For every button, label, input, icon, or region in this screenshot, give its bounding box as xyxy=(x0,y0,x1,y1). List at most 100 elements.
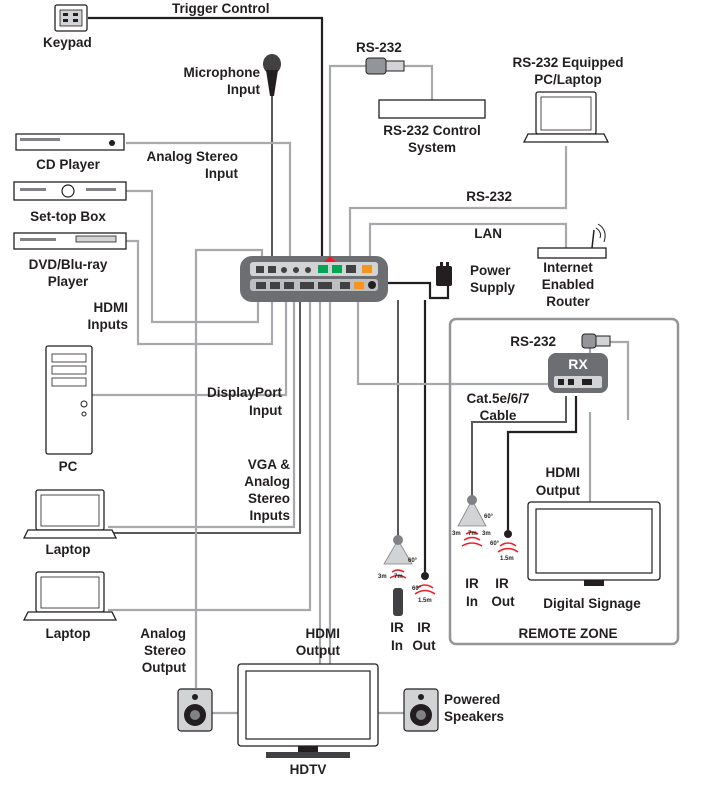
dvd-player-icon xyxy=(13,232,127,250)
speaker-icon xyxy=(403,688,439,732)
microphone-icon xyxy=(263,54,281,96)
digital-signage-icon xyxy=(527,501,661,586)
hdmi-output-label: HDMI xyxy=(306,626,341,641)
remote-ir-in-label: IR xyxy=(465,576,479,591)
remote-hdmi-output-label: HDMI xyxy=(546,465,581,480)
powered-speakers-label: Speakers xyxy=(444,709,504,724)
rs232-control-label: RS-232 Control xyxy=(383,123,481,138)
digital-signage-label: Digital Signage xyxy=(543,596,641,611)
rs232-label: RS-232 xyxy=(356,40,402,55)
hdtv-label: HDTV xyxy=(290,762,327,777)
router-icon xyxy=(537,223,607,259)
rs232-control-label: System xyxy=(408,140,456,155)
remote-ir-out-cable xyxy=(506,396,578,530)
router-label: Enabled xyxy=(542,277,595,292)
rx-label: RX xyxy=(568,356,588,372)
powered-speakers-label: Powered xyxy=(444,692,500,707)
cd-analog-cable xyxy=(126,141,292,258)
vga-label: Analog xyxy=(244,474,290,489)
rx-unit xyxy=(548,353,608,393)
lan-cable xyxy=(368,222,568,258)
pc-tower-icon xyxy=(45,345,93,455)
rs232-remote-label: RS-232 xyxy=(510,334,556,349)
lan-label: LAN xyxy=(474,226,502,241)
displayport-label: Input xyxy=(249,403,282,418)
laptop-icon xyxy=(22,571,118,621)
rs232-pc-cable xyxy=(348,146,568,258)
cat-cable-label: Cat.5e/6/7 xyxy=(466,391,529,406)
ir-cable-length-mark: 1.5m xyxy=(418,598,432,604)
ir-range-mark: 3m xyxy=(378,574,387,580)
remote-ir-out-label: IR xyxy=(495,576,509,591)
set-top-box-label: Set-top Box xyxy=(30,209,106,224)
rs232-laptop-icon xyxy=(522,91,610,143)
keypad-icon xyxy=(54,4,88,32)
ir-angle-mark: 60° xyxy=(408,558,418,564)
remote-zone-frame xyxy=(448,317,680,646)
ir-range-mark: 3m xyxy=(452,531,461,537)
ir-out-label: IR xyxy=(417,620,431,635)
keypad-label: Keypad xyxy=(43,35,92,50)
trigger-control-label: Trigger Control xyxy=(172,1,270,16)
hdmi-output-label: Output xyxy=(296,643,341,658)
cables xyxy=(88,16,630,715)
hdmi-inputs-label: HDMI xyxy=(94,300,129,315)
rs232-control-system-icon xyxy=(378,99,486,119)
pc-label: PC xyxy=(59,459,78,474)
ir-emitter-icon xyxy=(414,572,436,595)
remote-ir-in-cable xyxy=(471,396,567,496)
hdtv-icon xyxy=(237,663,379,758)
laptop-label: Laptop xyxy=(46,542,91,557)
dvd-hdmi-cable xyxy=(126,239,274,346)
ir-receiver-icon xyxy=(457,495,487,547)
microphone-label: Input xyxy=(227,82,260,97)
ir-in-label: In xyxy=(391,638,403,653)
rs232-control-cable xyxy=(328,64,366,258)
power-cable xyxy=(380,281,450,300)
rs232-connector-icon xyxy=(365,57,405,75)
router-label: Internet xyxy=(543,260,593,275)
ir-angle-mark: 60° xyxy=(490,541,500,547)
rs232-connector-icon xyxy=(581,333,611,349)
displayport-label: DisplayPort xyxy=(207,385,283,400)
ir-range-mark: 7m xyxy=(468,531,477,537)
speaker-icon xyxy=(177,688,213,732)
router-label: Router xyxy=(546,294,590,309)
set-top-box-icon xyxy=(13,181,127,201)
cat-cable xyxy=(356,300,548,386)
power-supply-icon xyxy=(436,262,452,286)
labels: Trigger Control Keypad RS-232 Microphone… xyxy=(29,1,642,777)
power-supply-label: Supply xyxy=(470,280,515,295)
dvd-label: Player xyxy=(48,274,89,289)
remote-ir-out-label: Out xyxy=(491,594,515,609)
microphone-label: Microphone xyxy=(184,65,261,80)
vga-label: VGA & xyxy=(248,457,291,472)
cat-cable-label: Cable xyxy=(480,408,517,423)
analog-stereo-input-label: Input xyxy=(205,166,238,181)
ir-out-label: Out xyxy=(412,638,436,653)
power-supply-label: Power xyxy=(470,263,511,278)
vga-label: Inputs xyxy=(250,508,291,523)
trigger-terminal xyxy=(318,265,328,273)
ir-emitter-icon xyxy=(497,530,519,553)
analog-stereo-input-label: Analog Stereo xyxy=(146,149,238,164)
settop-hdmi-cable xyxy=(126,189,260,324)
ir-cable-length-mark: 1.5m xyxy=(500,556,514,562)
laptop-label: Laptop xyxy=(46,626,91,641)
ir-range-mark: 3m xyxy=(482,531,491,537)
rs232-pc-label: PC/Laptop xyxy=(534,72,602,87)
vga-cable xyxy=(108,300,296,529)
remote-zone-label: REMOTE ZONE xyxy=(518,626,617,641)
ir-angle-mark: 60° xyxy=(484,514,494,520)
analog-out-label: Analog xyxy=(140,626,186,641)
displayport-cable xyxy=(92,300,288,397)
hdmi-inputs-label: Inputs xyxy=(88,317,129,332)
ir-range-mark: 7m xyxy=(394,574,403,580)
analog-out-label: Output xyxy=(142,660,187,675)
laptop2-hdmi-cable xyxy=(108,300,312,612)
analog-out-label: Stereo xyxy=(144,643,186,658)
remote-ir-in-label: In xyxy=(466,594,478,609)
trigger-control-cable xyxy=(88,16,324,258)
vga-label: Stereo xyxy=(248,491,290,506)
dvd-label: DVD/Blu-ray xyxy=(29,257,108,272)
